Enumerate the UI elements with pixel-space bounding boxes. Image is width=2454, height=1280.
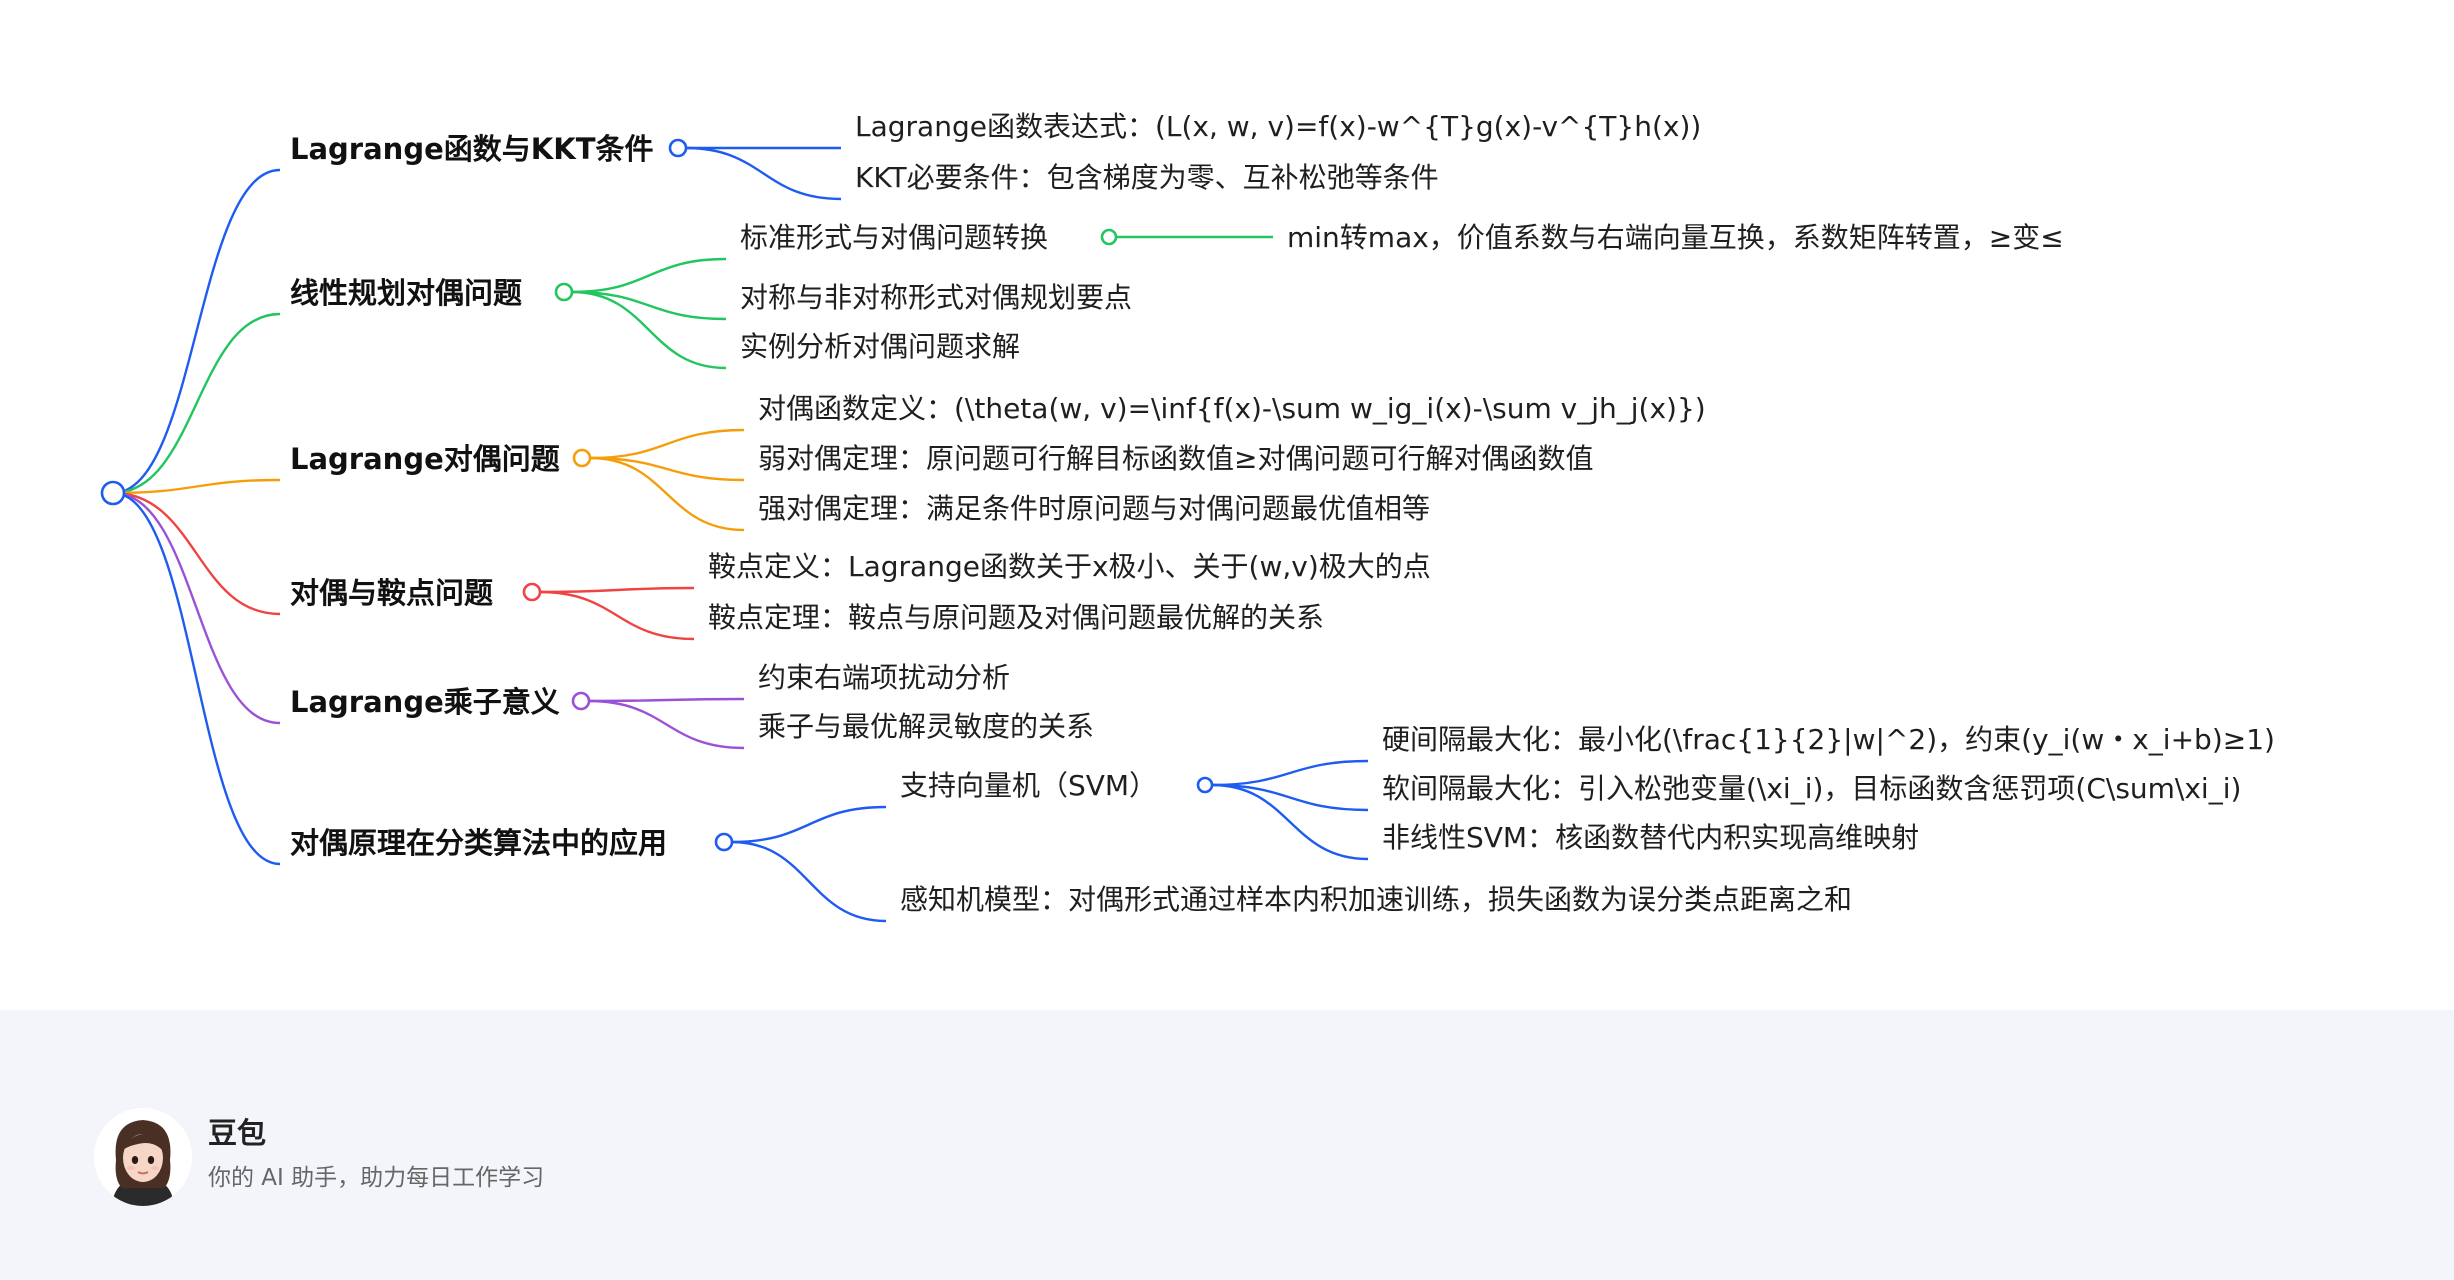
child-topic: 标准形式与对偶问题转换	[740, 221, 1049, 255]
child-topic: 强对偶定理：满足条件时原问题与对偶问题最优值相等	[758, 492, 1431, 526]
grandchild-topic: min转max，价值系数与右端向量互换，系数矩阵转置，≥变≤	[1287, 221, 2064, 255]
mindmap: Lagrange函数与KKT条件 Lagrange函数表达式：(L(x, w, v…	[100, 110, 2275, 923]
child-connector	[571, 290, 727, 370]
child-topic: 感知机模型：对偶形式通过样本内积加速训练，损失函数为误分类点距离之和	[900, 883, 1853, 917]
child-connector	[539, 590, 695, 641]
branch-connector	[112, 168, 281, 495]
footer: 豆包 你的 AI 助手，助力每日工作学习	[0, 1010, 2454, 1280]
child-topic: 鞍点定理：鞍点与原问题及对偶问题最优解的关系	[708, 601, 1325, 635]
collapse-toggle[interactable]	[1196, 776, 1214, 794]
branch-title: 对偶原理在分类算法中的应用	[290, 826, 668, 861]
child-connector	[588, 697, 745, 703]
avatar-icon	[94, 1108, 192, 1206]
child-connector	[588, 699, 745, 750]
collapse-toggle[interactable]	[571, 691, 591, 711]
child-topic: 乘子与最优解灵敏度的关系	[758, 710, 1095, 744]
child-topic: Lagrange函数表达式：(L(x, w, v)=f(x)-w^{T}g(x)…	[855, 110, 1702, 144]
branch-title: Lagrange对偶问题	[290, 442, 560, 477]
branch-title: 对偶与鞍点问题	[290, 576, 494, 611]
root-node[interactable]	[100, 480, 126, 506]
child-topic: 对偶函数定义：(\theta(w, v)=\inf{f(x)-\sum w_ig…	[758, 392, 1706, 426]
child-connector	[685, 146, 842, 201]
child-connector	[589, 428, 745, 460]
child-topic: 弱对偶定理：原问题可行解目标函数值≥对偶问题可行解对偶函数值	[758, 442, 1594, 476]
child-connector	[571, 290, 727, 321]
avatar	[94, 1108, 192, 1206]
grandchild-topic: 软间隔最大化：引入松弛变量(\xi_i)，目标函数含惩罚项(C\sum\xi_i…	[1382, 772, 2242, 806]
child-connector	[731, 805, 887, 844]
collapse-toggle[interactable]	[554, 282, 574, 302]
child-connector	[571, 257, 727, 294]
brand-tagline: 你的 AI 助手，助力每日工作学习	[208, 1165, 545, 1191]
child-topic: 实例分析对偶问题求解	[740, 330, 1021, 364]
branch-connector	[112, 491, 281, 616]
grandchild-connector	[1211, 783, 1369, 812]
branch-title: 线性规划对偶问题	[290, 276, 523, 311]
branch-connector	[112, 478, 281, 495]
collapse-toggle[interactable]	[522, 582, 542, 602]
branch-title: Lagrange函数与KKT条件	[290, 132, 654, 167]
child-topic: 约束右端项扰动分析	[758, 661, 1011, 695]
child-topic: 支持向量机（SVM）	[900, 769, 1158, 803]
branch-connector	[112, 491, 281, 725]
child-connector	[731, 840, 887, 923]
brand-name: 豆包	[208, 1116, 267, 1150]
mindmap-connectors	[100, 138, 1369, 923]
collapse-toggle[interactable]	[1100, 228, 1118, 246]
branch-connector	[112, 312, 281, 495]
child-connector	[589, 456, 745, 532]
grandchild-connector	[1211, 759, 1369, 787]
collapse-toggle[interactable]	[668, 138, 688, 158]
branch-title: Lagrange乘子意义	[290, 685, 560, 720]
child-connector	[539, 586, 695, 594]
child-topic: 对称与非对称形式对偶规划要点	[740, 281, 1133, 315]
collapse-toggle[interactable]	[714, 832, 734, 852]
child-connector	[589, 456, 745, 482]
branch-connector	[112, 491, 281, 866]
collapse-toggle[interactable]	[572, 448, 592, 468]
child-topic: KKT必要条件：包含梯度为零、互补松弛等条件	[855, 161, 1439, 195]
grandchild-connector	[1211, 783, 1369, 861]
child-topic: 鞍点定义：Lagrange函数关于x极小、关于(w,v)极大的点	[708, 550, 1431, 584]
grandchild-topic: 非线性SVM：核函数替代内积实现高维映射	[1382, 821, 1920, 855]
grandchild-topic: 硬间隔最大化：最小化(\frac{1}{2}|w|^2)，约束(y_i(w・x_…	[1382, 723, 2275, 757]
